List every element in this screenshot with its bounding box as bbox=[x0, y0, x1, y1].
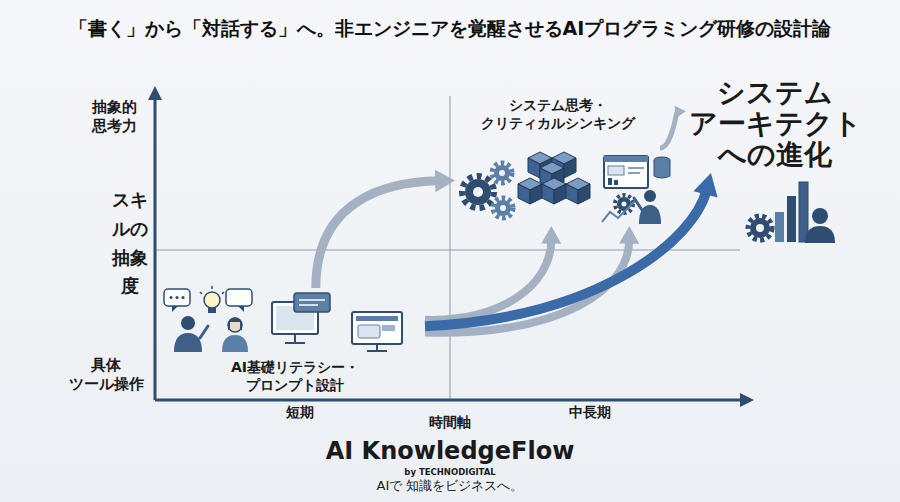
icon-part bbox=[294, 293, 330, 312]
icon-part bbox=[175, 296, 178, 299]
brand-tagline: AIで 知識をビジネスへ。 bbox=[250, 478, 650, 494]
axis-tick: 短期 bbox=[270, 404, 330, 422]
flow-arrow bbox=[316, 170, 455, 288]
icon-part bbox=[812, 208, 828, 224]
icon-part bbox=[628, 167, 644, 169]
icon-part bbox=[169, 296, 172, 299]
icon-part bbox=[756, 224, 764, 232]
icon-part bbox=[518, 178, 542, 204]
icon-part bbox=[376, 344, 378, 350]
icon-part bbox=[644, 190, 656, 202]
icon-part bbox=[492, 163, 512, 183]
icon-part bbox=[211, 286, 213, 289]
icon-part bbox=[608, 166, 624, 175]
icon-part bbox=[602, 200, 636, 222]
stage-label: システム アーキテクト への進化 bbox=[686, 78, 864, 170]
icon-part bbox=[750, 218, 770, 238]
axis-label: 抽象的 思考力 bbox=[92, 98, 156, 136]
icon-part bbox=[622, 202, 627, 207]
icon-part bbox=[499, 170, 505, 176]
icon-part bbox=[155, 250, 740, 251]
icon-part bbox=[164, 289, 190, 306]
icon-part bbox=[200, 292, 202, 294]
icon-part bbox=[542, 178, 566, 204]
icon-part bbox=[604, 156, 648, 162]
icon-part bbox=[155, 399, 742, 402]
arrow-line bbox=[316, 181, 439, 288]
icon-part bbox=[382, 325, 395, 331]
icon-part bbox=[367, 350, 387, 352]
icon-part bbox=[462, 163, 513, 218]
axis-title: 時間軸 bbox=[400, 414, 500, 432]
icon-part bbox=[608, 178, 612, 185]
stage-label: AI基礎リテラシー・ プロンプト設計 bbox=[210, 358, 380, 394]
icon-part bbox=[181, 316, 195, 330]
icon-part bbox=[222, 292, 224, 294]
icon-part bbox=[228, 318, 242, 332]
arrow-head bbox=[435, 170, 455, 192]
icon-part bbox=[787, 196, 796, 242]
icon-part bbox=[222, 335, 248, 352]
icon-part bbox=[181, 296, 184, 299]
icon-part bbox=[148, 86, 162, 100]
icon-part bbox=[299, 299, 325, 301]
brand-name: AI KnowledgeFlow bbox=[200, 436, 700, 466]
icon-part bbox=[473, 187, 483, 197]
skill-stage: システム思考・ クリティカルシンキング bbox=[455, 96, 660, 226]
icon-part bbox=[226, 289, 252, 306]
icon-part bbox=[805, 226, 835, 243]
flow-arrow bbox=[425, 173, 718, 326]
icon-part bbox=[493, 198, 513, 218]
icon-part bbox=[634, 198, 642, 210]
goal-stage: システム アーキテクト への進化 bbox=[686, 78, 864, 173]
icon-part bbox=[299, 304, 318, 306]
arrow-line bbox=[425, 190, 707, 326]
icon-part bbox=[154, 98, 157, 400]
icon-part bbox=[465, 179, 491, 205]
icon-part bbox=[628, 172, 640, 174]
axis-label: スキルの抽象度 bbox=[110, 186, 150, 301]
icon-part bbox=[208, 308, 216, 313]
icon-part bbox=[285, 342, 305, 344]
icon-part bbox=[200, 326, 208, 338]
skill-stage: AI基礎リテラシー・ プロンプト設計 bbox=[165, 288, 425, 394]
icon-part bbox=[462, 176, 494, 208]
title: 「書く」から「対話する」へ。非エンジニアを覚醒させるAIプログラミング研修の設計… bbox=[0, 16, 900, 42]
icon-part bbox=[615, 195, 633, 213]
icon-part bbox=[614, 180, 618, 185]
icon-part bbox=[566, 178, 590, 204]
brand-byline: by TECHNODIGITAL bbox=[300, 467, 600, 478]
icon-part bbox=[204, 292, 220, 308]
arrow-head bbox=[675, 106, 686, 118]
icon-part bbox=[604, 156, 648, 188]
stage-label: システム思考・ クリティカルシンキング bbox=[458, 96, 658, 132]
icon-part bbox=[748, 216, 772, 240]
arrow-head bbox=[541, 226, 561, 244]
icon-part bbox=[500, 205, 506, 211]
arrow-line bbox=[660, 112, 677, 148]
icon-part bbox=[617, 197, 631, 211]
icon-part bbox=[450, 96, 451, 400]
flow-arrow bbox=[660, 106, 686, 148]
icon-part bbox=[174, 333, 202, 352]
axis-label: 具体 ツール操作 bbox=[62, 356, 150, 394]
icon-part bbox=[494, 165, 510, 181]
arrow-head bbox=[693, 173, 717, 197]
icon-part bbox=[238, 306, 244, 312]
icon-part bbox=[495, 200, 511, 216]
icon-part bbox=[294, 334, 296, 342]
icon-part bbox=[228, 318, 242, 331]
icon-part bbox=[356, 316, 398, 321]
icon-part bbox=[740, 393, 754, 407]
icon-part bbox=[654, 160, 670, 178]
icon-part bbox=[358, 325, 380, 338]
icon-part bbox=[352, 312, 402, 344]
icon-part bbox=[799, 182, 808, 242]
icon-part bbox=[172, 306, 178, 312]
axis-tick: 中長期 bbox=[550, 404, 630, 422]
icon-part bbox=[775, 212, 784, 242]
arrow-head bbox=[619, 226, 639, 244]
